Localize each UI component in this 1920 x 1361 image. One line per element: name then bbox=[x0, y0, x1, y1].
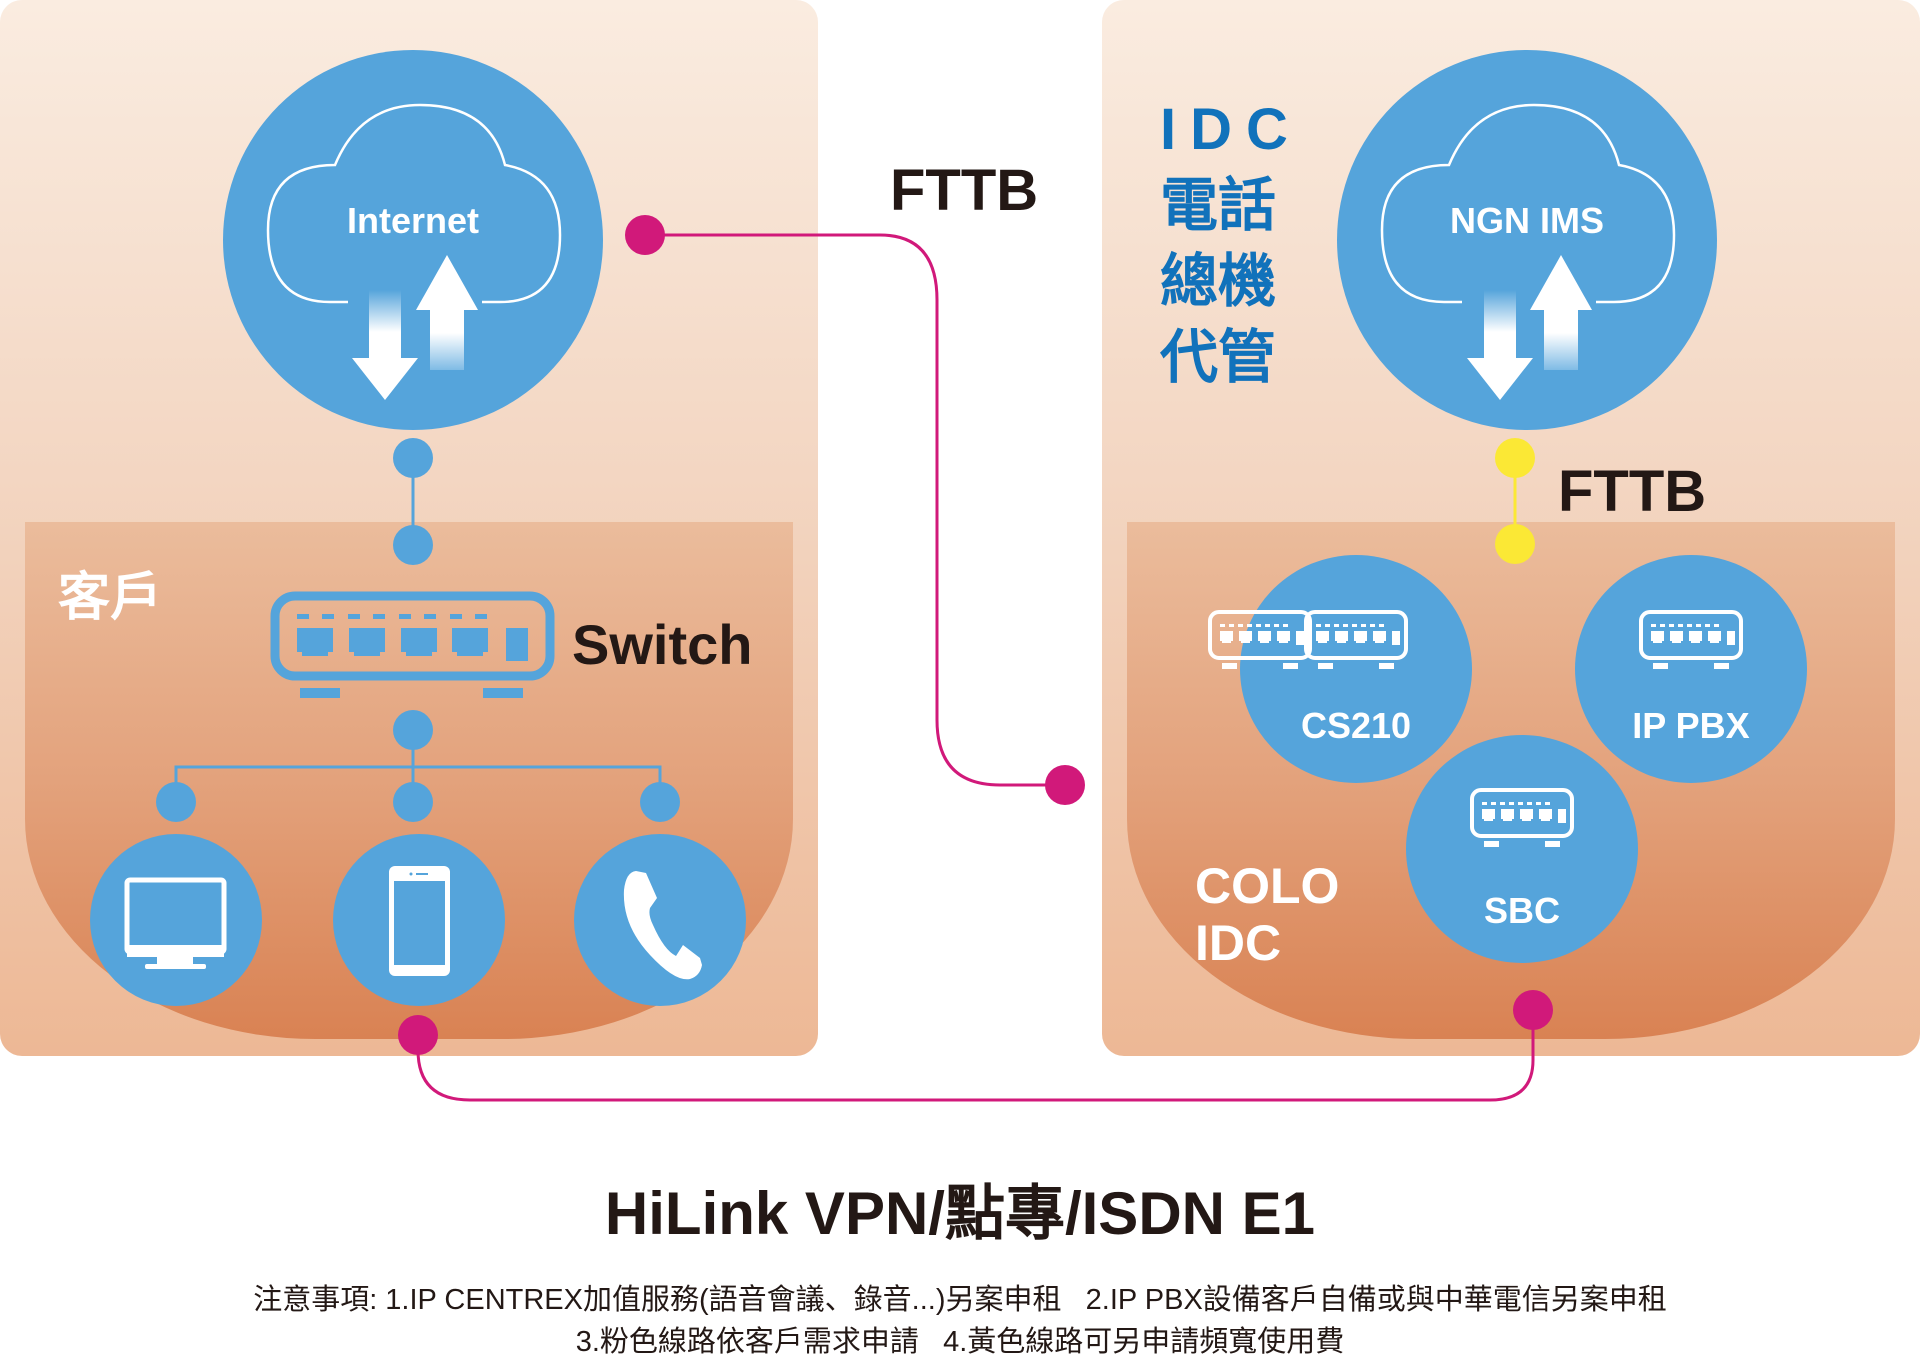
pink-vpn-line bbox=[416, 1010, 1535, 1102]
internet-port-dot bbox=[393, 438, 433, 478]
ngn-ims-node[interactable] bbox=[1337, 50, 1717, 430]
colo-idc-label-line: COLO bbox=[1195, 858, 1340, 914]
sbc-node[interactable] bbox=[1406, 735, 1638, 963]
pink-fttb-line bbox=[645, 233, 1065, 787]
colo-uplink-dot bbox=[1495, 524, 1535, 564]
ngn-ims-label: NGN IMS bbox=[1449, 200, 1604, 241]
sbc-switch-icon bbox=[1470, 788, 1574, 849]
download-arrow-icon bbox=[352, 290, 418, 400]
notes-line-2: 3.粉色線路依客戶需求申請 4.黃色線路可另申請頻寬使用費 bbox=[575, 1326, 1345, 1358]
switch-label: Switch bbox=[572, 613, 753, 676]
telephone-node[interactable] bbox=[574, 834, 746, 1006]
switch-uplink-dot bbox=[393, 525, 433, 565]
colo-idc-label: COLO IDC bbox=[1195, 858, 1339, 972]
internet-node[interactable] bbox=[223, 50, 603, 430]
ip-pbx-label: IP PBX bbox=[1632, 705, 1750, 746]
middle-fttb-label: FTTB bbox=[890, 158, 1039, 223]
notes-line-1: 注意事項: 1.IP CENTREX加值服務(語音會議、錄音...)另案申租 2… bbox=[253, 1284, 1667, 1316]
upload-arrow-icon bbox=[416, 255, 478, 370]
desktop-node[interactable] bbox=[90, 834, 262, 1006]
cs210-switch-icon bbox=[1304, 610, 1408, 671]
colo-fttb-dot bbox=[1045, 765, 1085, 805]
internet-fttb-dot bbox=[625, 215, 665, 255]
idc-title-line: 代管 bbox=[1160, 325, 1277, 390]
idc-title-line: IDC bbox=[1160, 97, 1302, 162]
desktop-port-dot bbox=[156, 782, 196, 822]
idc-title-line: 電話 bbox=[1160, 173, 1277, 238]
customer-vpn-dot bbox=[398, 1015, 438, 1055]
right-fttb-label: FTTB bbox=[1558, 459, 1707, 524]
upload-arrow-icon bbox=[1530, 255, 1592, 370]
ngn-fttb-dot bbox=[1495, 438, 1535, 478]
idc-title: IDC 電話 總機 代管 bbox=[1160, 92, 1302, 396]
colo-idc-label-line: IDC bbox=[1195, 915, 1282, 971]
idc-title-line: 總機 bbox=[1160, 249, 1277, 314]
vpn-link-title: HiLink VPN/點專/ISDN E1 bbox=[604, 1180, 1316, 1247]
customer-label: 客戶 bbox=[58, 569, 163, 627]
sbc-label: SBC bbox=[1483, 890, 1560, 931]
colo-vpn-dot bbox=[1513, 990, 1553, 1030]
ip-pbx-node[interactable] bbox=[1575, 555, 1807, 783]
internet-label: Internet bbox=[346, 200, 479, 241]
cs210-label: CS210 bbox=[1300, 705, 1412, 746]
telephone-port-dot bbox=[640, 782, 680, 822]
ip-pbx-switch-icon bbox=[1639, 610, 1743, 671]
download-arrow-icon bbox=[1467, 290, 1533, 400]
cs210-node[interactable] bbox=[1240, 555, 1472, 783]
smartphone-port-dot bbox=[393, 782, 433, 822]
switch-downlink-dot bbox=[393, 710, 433, 750]
